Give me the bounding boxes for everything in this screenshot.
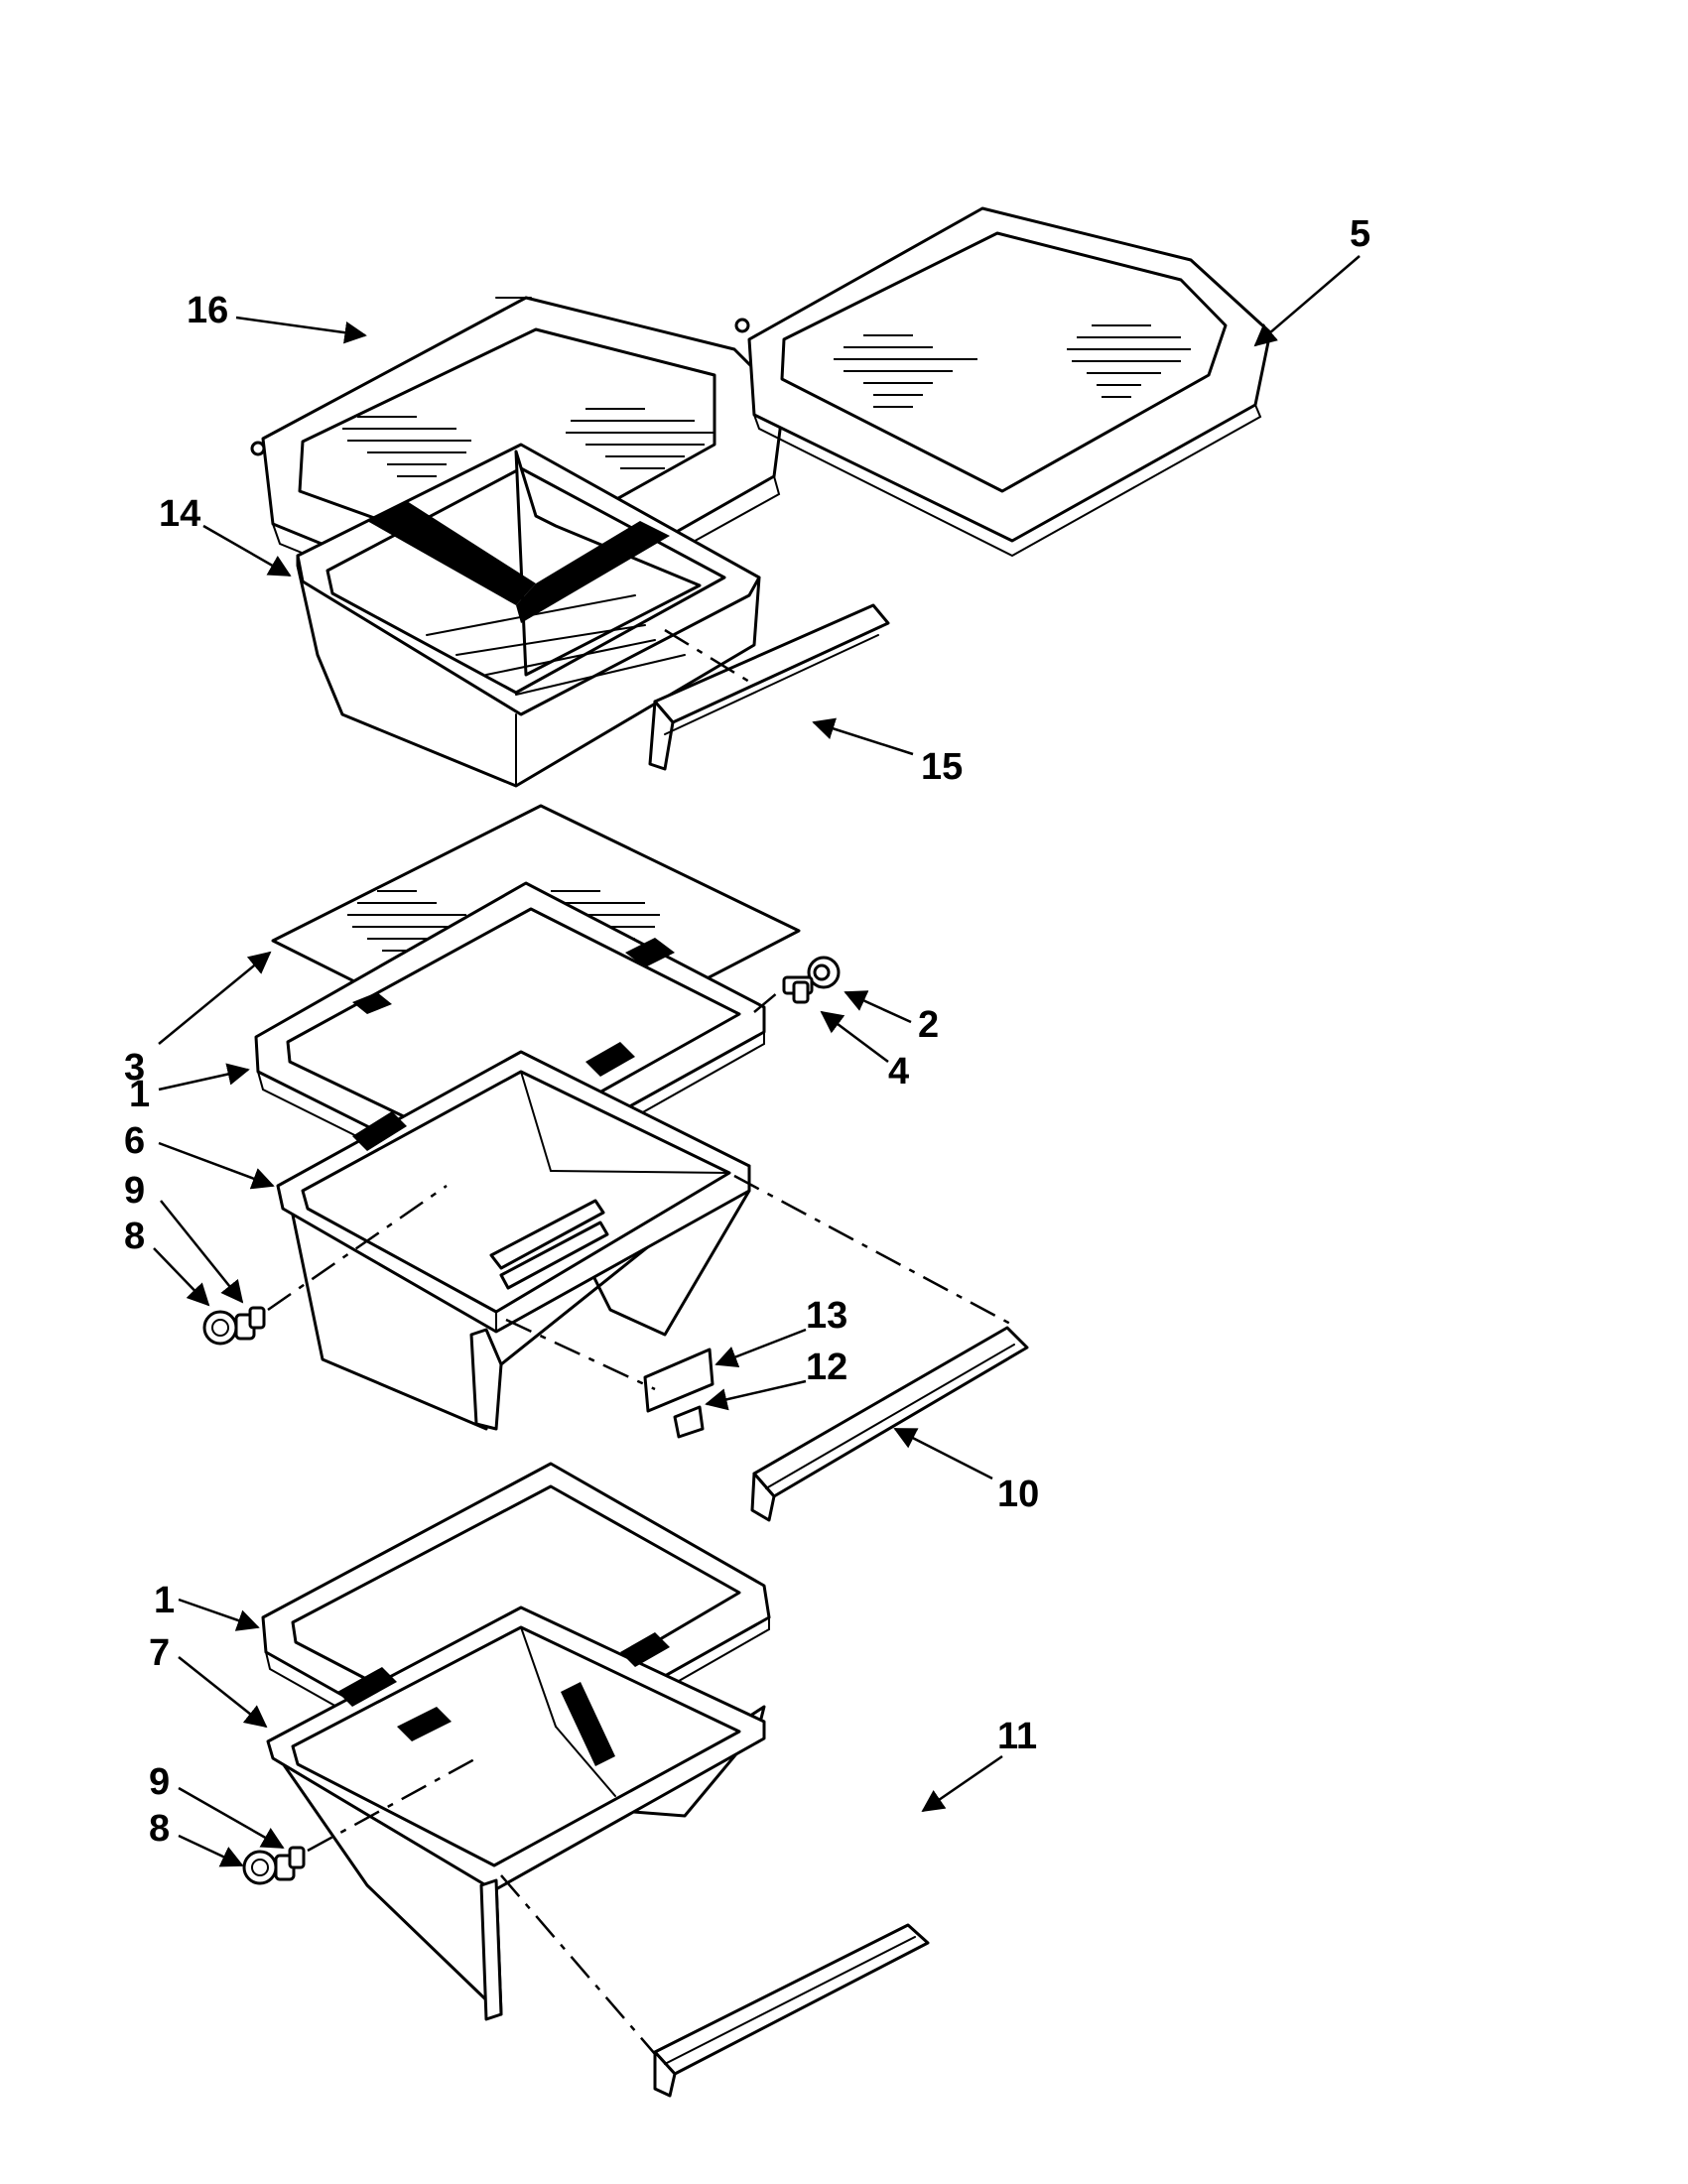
leader-7	[178, 1656, 268, 1729]
part-13-label-clip	[643, 1348, 714, 1413]
callout-2: 2	[918, 1004, 939, 1046]
leader-1-lower	[178, 1598, 260, 1631]
leader-12	[705, 1379, 807, 1411]
part-9-washer-lower	[274, 1846, 306, 1881]
part-14-drawer-bin	[296, 443, 761, 788]
leader-5	[1253, 255, 1361, 347]
leader-11	[921, 1754, 1003, 1813]
callout-16: 16	[187, 290, 228, 331]
callout-3: 3	[124, 1047, 145, 1089]
leader-9-lower	[178, 1786, 285, 1850]
callout-13: 13	[806, 1295, 847, 1337]
callout-1-lower: 1	[154, 1580, 175, 1621]
part-11-trim-rail	[653, 1923, 930, 2098]
leader-9-upper	[160, 1200, 244, 1304]
assembly-lines	[267, 628, 1013, 2055]
leader-lines	[153, 255, 1361, 1867]
leader-16	[235, 316, 367, 344]
callout-5: 5	[1350, 213, 1370, 255]
part-2-roller	[807, 956, 841, 989]
leader-2	[844, 990, 912, 1024]
callout-labels: 16 5 14 15 3 2 1 4 6 9 8 13 12 10 1 7 11…	[124, 213, 1370, 1850]
leader-8-upper	[153, 1247, 210, 1307]
callout-7: 7	[149, 1632, 170, 1674]
leader-1-upper	[158, 1063, 250, 1092]
callout-6: 6	[124, 1120, 145, 1162]
callout-12: 12	[806, 1347, 847, 1388]
leader-8-lower	[178, 1834, 244, 1867]
part-8-roller-lower	[242, 1850, 278, 1885]
callout-4: 4	[888, 1051, 909, 1092]
callout-11: 11	[997, 1716, 1037, 1757]
leader-13	[714, 1328, 807, 1368]
leader-3	[158, 951, 272, 1045]
part-12-clip	[673, 1405, 705, 1439]
callout-9-lower: 9	[149, 1761, 170, 1803]
part-10-trim-rail	[750, 1326, 1029, 1522]
part-15-trim-rail	[648, 603, 890, 771]
callout-9-upper: 9	[124, 1170, 145, 1212]
leader-4	[820, 1010, 889, 1064]
part-9-washer-upper	[234, 1306, 266, 1341]
leader-14	[202, 524, 292, 578]
part-7-drawer	[266, 1606, 766, 2021]
callout-8-lower: 8	[149, 1808, 170, 1850]
part-6-drawer	[276, 1042, 751, 1431]
callout-15: 15	[921, 746, 963, 788]
part-1-cover-frame-upper	[254, 881, 766, 1203]
leader-10	[893, 1427, 993, 1480]
leader-15	[812, 717, 914, 756]
part-8-roller-upper	[202, 1310, 238, 1346]
callout-10: 10	[997, 1474, 1039, 1515]
callout-14: 14	[159, 493, 200, 535]
leader-6	[158, 1141, 275, 1190]
part-5-shelf	[734, 206, 1272, 558]
part-4-axle	[782, 975, 814, 1004]
callout-8-upper: 8	[124, 1216, 145, 1257]
callout-1-upper: 1	[129, 1074, 150, 1115]
